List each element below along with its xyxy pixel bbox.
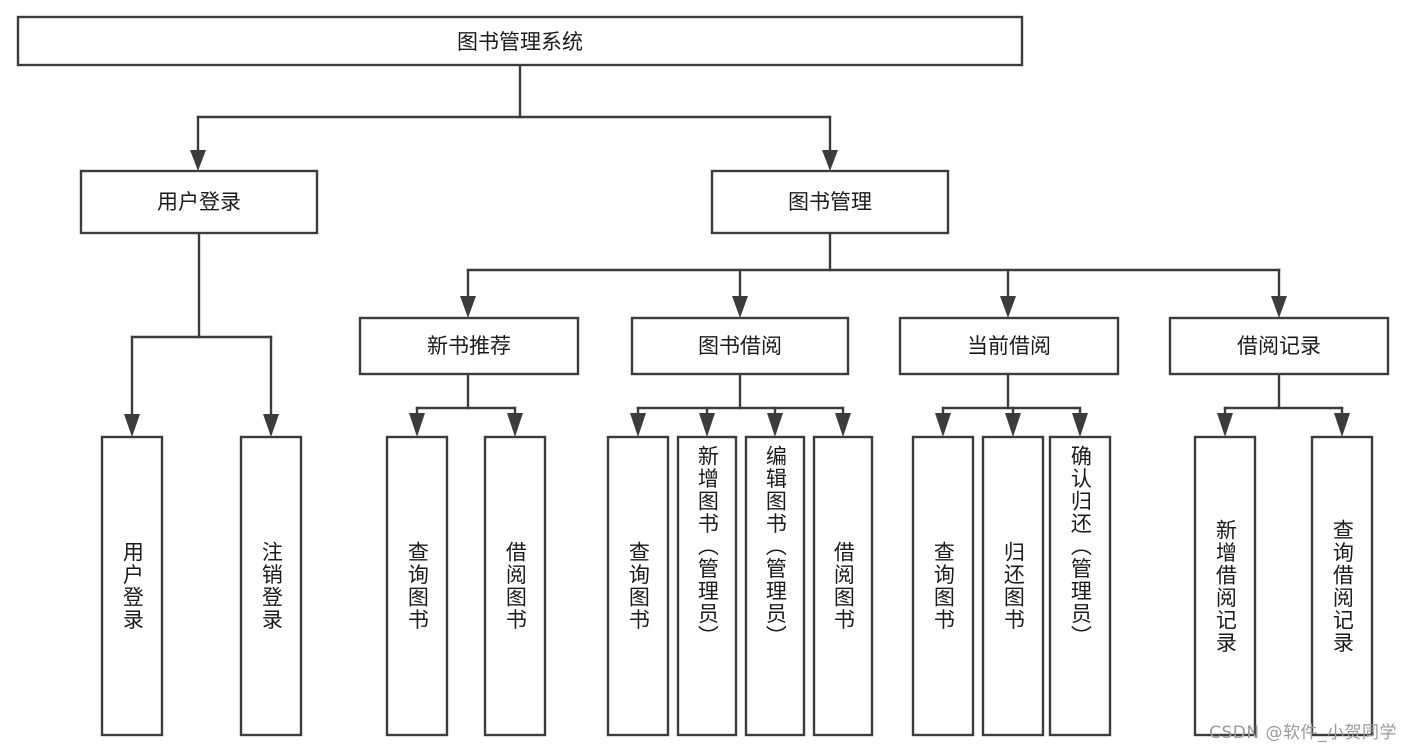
arrow-head-leaf-confirm-return <box>1072 413 1088 437</box>
node-leaf-query-book-c-box[interactable] <box>911 435 975 737</box>
node-borrow-record-label: 借阅记录 <box>1237 334 1321 358</box>
node-book-manage-label: 图书管理 <box>788 190 872 214</box>
node-user-login-box[interactable] <box>79 169 319 235</box>
node-book-manage-box[interactable] <box>710 169 950 235</box>
arrow-head-leaf-add-borrow-record <box>1217 413 1233 437</box>
arrow-head-book-borrow <box>732 296 748 318</box>
node-borrow-record-box[interactable] <box>1168 316 1390 376</box>
node-book-borrow-label: 图书借阅 <box>698 334 782 358</box>
arrow-head-leaf-borrow-book-b <box>835 413 851 437</box>
node-new-book-recommend[interactable]: 新书推荐 <box>358 316 580 376</box>
node-leaf-query-book-b-box[interactable] <box>606 435 670 737</box>
node-leaf-return-book-box[interactable] <box>981 435 1045 737</box>
arrow-head-borrow-record <box>1271 296 1287 318</box>
connector-layer <box>124 63 1350 437</box>
node-current-borrow-box[interactable] <box>898 316 1120 376</box>
node-current-borrow-label: 当前借阅 <box>967 334 1051 358</box>
arrow-head-leaf-query-book-a <box>409 413 425 437</box>
node-current-borrow[interactable]: 当前借阅 <box>898 316 1120 376</box>
arrow-head-leaf-query-book-c <box>935 413 951 437</box>
arrow-head-user-login <box>190 150 206 171</box>
arrow-head-leaf-query-borrow-record <box>1334 413 1350 437</box>
node-leaf-add-borrow-record-box[interactable] <box>1193 435 1257 737</box>
arrow-head-leaf-logout-login <box>263 414 279 437</box>
node-leaf-borrow-book-b-box[interactable] <box>812 435 874 737</box>
arrow-head-leaf-borrow-book-a <box>507 413 523 437</box>
node-leaf-user-login-box[interactable] <box>100 435 164 737</box>
arrow-head-new-book-recommend <box>460 296 476 318</box>
node-leaf-add-book-box[interactable] <box>676 435 738 737</box>
node-book-borrow[interactable]: 图书借阅 <box>630 316 850 376</box>
node-leaf-logout-login-box[interactable] <box>239 435 303 737</box>
node-borrow-record[interactable]: 借阅记录 <box>1168 316 1390 376</box>
node-leaf-borrow-book-a-box[interactable] <box>483 435 547 737</box>
node-book-borrow-box[interactable] <box>630 316 850 376</box>
arrow-head-current-borrow <box>1000 296 1016 318</box>
arrow-head-leaf-edit-book <box>767 413 783 437</box>
csdn-watermark: CSDN @软件_小贺同学 <box>1209 723 1397 743</box>
arrow-head-book-manage <box>822 150 838 171</box>
node-root-label: 图书管理系统 <box>457 30 583 54</box>
arrow-head-leaf-user-login <box>124 414 140 437</box>
node-root[interactable]: 图书管理系统 <box>16 15 1024 67</box>
arrow-head-leaf-return-book <box>1005 413 1021 437</box>
node-leaf-query-book-a-box[interactable] <box>385 435 449 737</box>
node-user-login[interactable]: 用户登录 <box>79 169 319 235</box>
node-leaf-edit-book-box[interactable] <box>744 435 806 737</box>
node-new-book-recommend-box[interactable] <box>358 316 580 376</box>
node-leaf-query-borrow-record-box[interactable] <box>1310 435 1374 737</box>
node-user-login-label: 用户登录 <box>157 190 241 214</box>
arrow-head-leaf-query-book-b <box>630 413 646 437</box>
leaf-box-layer <box>100 435 1374 737</box>
node-new-book-recommend-label: 新书推荐 <box>427 334 511 358</box>
node-book-manage[interactable]: 图书管理 <box>710 169 950 235</box>
arrow-head-leaf-add-book <box>699 413 715 437</box>
node-root-box[interactable] <box>16 15 1024 67</box>
node-leaf-confirm-return-box[interactable] <box>1048 435 1112 737</box>
